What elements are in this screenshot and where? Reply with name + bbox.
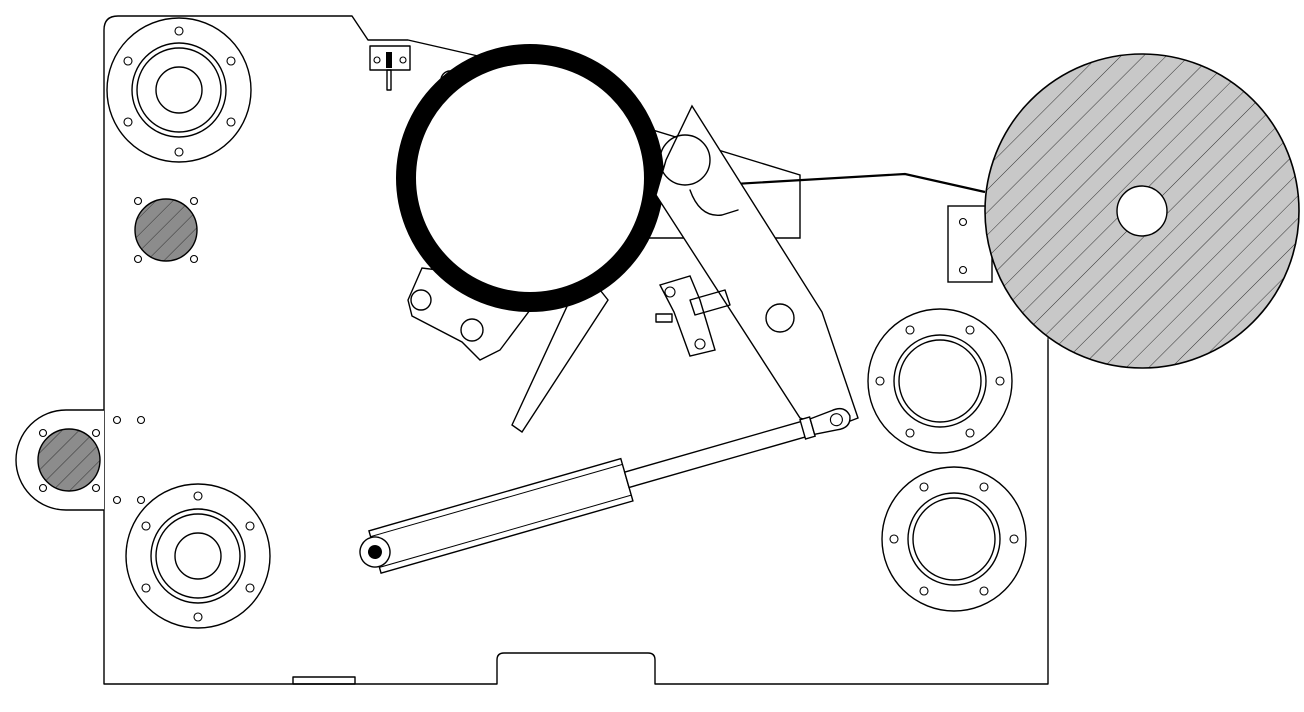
flange-right-lower bbox=[881, 466, 1027, 612]
side-roller bbox=[37, 428, 101, 492]
label-roll-icon bbox=[396, 44, 664, 312]
sensor-icon bbox=[369, 45, 411, 91]
supply-reel-icon bbox=[984, 53, 1300, 369]
guide-roller-grey bbox=[133, 196, 199, 264]
flange-top-left bbox=[106, 17, 252, 163]
flange-bottom-left bbox=[125, 483, 271, 629]
side-tab-bolts bbox=[38, 415, 146, 505]
base-slot bbox=[292, 676, 356, 685]
peel-plate bbox=[511, 289, 609, 433]
sensor-icon bbox=[655, 275, 731, 357]
web-path bbox=[699, 172, 986, 194]
dancer-arm bbox=[655, 104, 859, 429]
base-plate bbox=[103, 15, 1049, 685]
flange-right-upper bbox=[867, 308, 1013, 454]
pneumatic-cylinder-icon bbox=[359, 407, 851, 575]
